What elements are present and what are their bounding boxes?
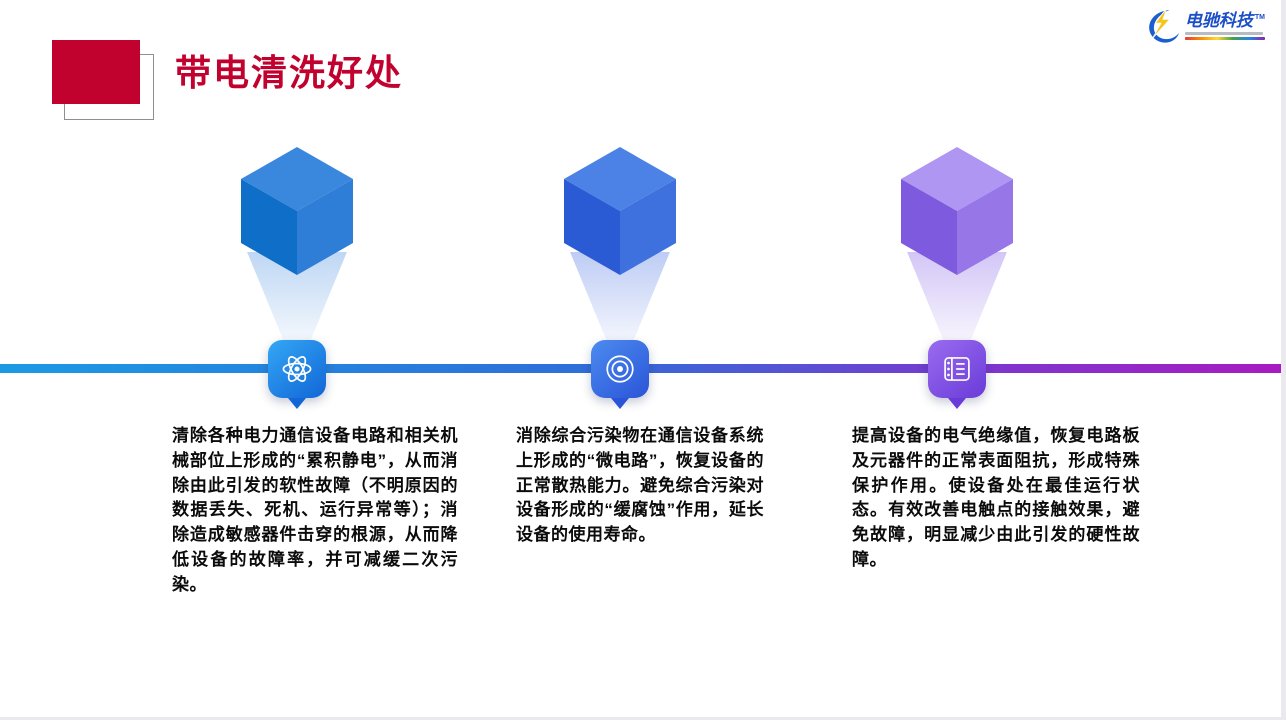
badge-pointer bbox=[611, 398, 629, 409]
benefit-text-1: 清除各种电力通信设备电路和相关机械部位上形成的“累积静电”，从而消除由此引发的软… bbox=[172, 426, 458, 594]
cube-3d-icon bbox=[901, 147, 1013, 275]
logo-rainbow-line bbox=[1184, 37, 1265, 40]
logo-tm: TM bbox=[1254, 14, 1265, 22]
cube-3d-icon bbox=[241, 147, 353, 275]
title-accent-square bbox=[52, 40, 140, 104]
badge-pointer bbox=[948, 398, 966, 409]
logo-tagline-microtext bbox=[1184, 32, 1263, 35]
benefit-text-2: 消除综合污染物在通信设备系统上形成的“微电路”，恢复设备的正常散热能力。避免综合… bbox=[516, 426, 764, 545]
cube-3d-icon bbox=[564, 147, 676, 275]
film-icon bbox=[944, 357, 970, 381]
target-icon bbox=[606, 355, 634, 383]
atom-badge bbox=[268, 340, 326, 398]
logo-swoosh-icon bbox=[1149, 7, 1180, 43]
film-badge bbox=[928, 340, 986, 398]
page-title: 带电清洗好处 bbox=[175, 53, 404, 93]
badge-pointer bbox=[288, 398, 306, 409]
benefit-text-3: 提高设备的电气绝缘值，恢复电路板及元器件的正常表面阻抗，形成特殊保护作用。使设备… bbox=[852, 426, 1140, 570]
atom-icon bbox=[282, 356, 312, 382]
target-badge bbox=[591, 340, 649, 398]
